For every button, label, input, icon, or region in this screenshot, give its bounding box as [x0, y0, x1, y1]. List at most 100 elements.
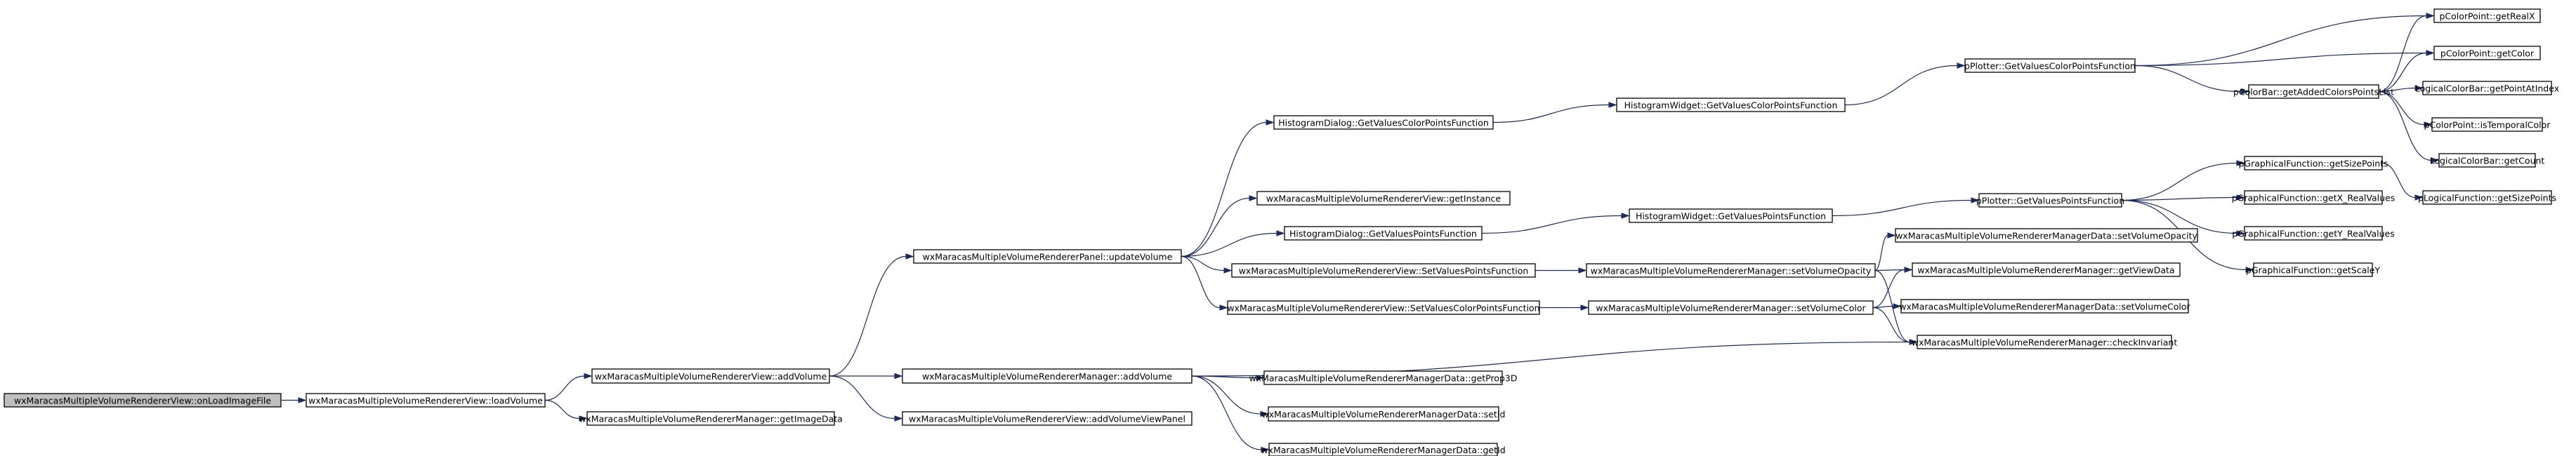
function-node-pplotter-getvaluescolorpointsfunction[interactable]: pPlotter::GetValuesColorPointsFunction [1964, 58, 2136, 73]
call-edge-n19-n30 [2134, 15, 2427, 67]
function-node-box[interactable] [2244, 190, 2383, 205]
function-node-box[interactable] [1629, 208, 1833, 223]
function-node-box[interactable] [1900, 299, 2189, 314]
function-node-wxmaracasmultiplevolumerendererview-addvolumeviewpanel[interactable]: wxMaracasMultipleVolumeRendererView::add… [902, 411, 1192, 426]
function-node-wxmaracasmultiplevolumerenderermanagerdata-getid[interactable]: wxMaracasMultipleVolumeRendererManagerDa… [1261, 443, 1506, 456]
function-node-wxmaracasmultiplevolumerendererview-addvolume[interactable]: wxMaracasMultipleVolumeRendererView::add… [591, 368, 830, 384]
function-node-box[interactable] [591, 368, 830, 384]
function-node-wxmaracasmultiplevolumerendererview-loadvolume[interactable]: wxMaracasMultipleVolumeRendererView::loa… [305, 393, 546, 408]
function-node-histogramdialog-getvaluescolorpointsfunction[interactable]: HistogramDialog::GetValuesColorPointsFun… [1273, 115, 1494, 130]
function-node-box[interactable] [2244, 226, 2383, 241]
arrowhead-n2-n6 [894, 415, 903, 422]
function-node-box[interactable] [1964, 58, 2136, 73]
function-node-box[interactable] [1231, 263, 1536, 278]
function-node-pgraphicalfunction-getscaley[interactable]: pGraphicalFunction::getScaleY [2246, 262, 2381, 277]
function-node-pcolorbar-getaddedcolorspointslist[interactable]: pColorBar::getAddedColorsPointsList [2233, 84, 2394, 99]
call-edge-n2-n6 [829, 375, 895, 420]
function-node-box[interactable] [2433, 46, 2541, 60]
function-node-wxmaracasmultiplevolumerendererview-setvaluespointsfunction[interactable]: wxMaracasMultipleVolumeRendererView::Set… [1231, 263, 1536, 278]
function-node-box[interactable] [1256, 191, 1511, 206]
function-node-wxmaracasmultiplevolumerenderermanager-setvolumecolor[interactable]: wxMaracasMultipleVolumeRendererManager::… [1588, 300, 1874, 315]
function-node-box[interactable] [1263, 370, 1503, 385]
function-node-box[interactable] [2438, 153, 2536, 168]
function-node-wxmaracasmultiplevolumerendererview-getinstance[interactable]: wxMaracasMultipleVolumeRendererView::get… [1256, 191, 1511, 206]
function-node-wxmaracasmultiplevolumerenderermanagerdata-setvolumeopacity[interactable]: wxMaracasMultipleVolumeRendererManagerDa… [1895, 228, 2198, 243]
function-node-label: wxMaracasMultipleVolumeRendererPanel::up… [923, 252, 1173, 262]
call-edge-n19-n31 [2134, 52, 2427, 67]
arrowhead-n0-n1 [298, 397, 307, 403]
function-node-box[interactable] [2253, 262, 2373, 277]
function-node-pgraphicalfunction-gety-realvalues[interactable]: pGraphicalFunction::getY_RealValues [2232, 226, 2395, 241]
arrowhead-n20-n26 [2236, 160, 2245, 166]
arrowhead-n15-n19 [1957, 62, 1966, 69]
function-node-wxmaracasmultiplevolumerenderermanager-getimagedata[interactable]: wxMaracasMultipleVolumeRendererManager::… [579, 411, 843, 426]
function-node-box[interactable] [1616, 98, 1846, 112]
function-node-histogramdialog-getvaluespointsfunction[interactable]: HistogramDialog::GetValuesPointsFunction [1284, 226, 1483, 241]
arrowhead-n18-n22 [1904, 267, 1913, 273]
function-node-pgraphicalfunction-getsizepoints[interactable]: pGraphicalFunction::getSizePoints [2238, 156, 2388, 170]
function-node-box[interactable] [1268, 406, 1499, 422]
function-node-box[interactable] [2244, 156, 2383, 170]
function-node-box[interactable] [913, 249, 1182, 264]
function-node-box[interactable] [4, 393, 282, 408]
function-node-histogramwidget-getvaluespointsfunction[interactable]: HistogramWidget::GetValuesPointsFunction [1629, 208, 1833, 223]
function-node-pcolorpoint-istemporalcolor[interactable]: pColorPoint::isTemporalColor [2424, 117, 2551, 132]
function-node-box[interactable] [1978, 193, 2122, 208]
function-node-box[interactable] [1588, 300, 1874, 315]
function-node-box[interactable] [1268, 443, 1498, 456]
function-node-pcolorpoint-getrealx[interactable]: pColorPoint::getRealX [2433, 8, 2541, 23]
function-node-box[interactable] [902, 411, 1192, 426]
call-edge-n25-n32 [2378, 87, 2416, 93]
function-node-box[interactable] [2431, 117, 2543, 132]
function-node-box[interactable] [1227, 300, 1540, 315]
function-node-label: wxMaracasMultipleVolumeRendererManager::… [1596, 303, 1866, 314]
function-node-box[interactable] [305, 393, 546, 408]
function-node-wxmaracasmultiplevolumerendererview-setvaluescolorpointsfunction[interactable]: wxMaracasMultipleVolumeRendererView::Set… [1227, 300, 1540, 315]
arrowhead-n2-n5 [894, 373, 903, 380]
call-edge-n18-n22 [1872, 269, 1905, 309]
function-node-box[interactable] [2422, 81, 2552, 95]
function-node-box[interactable] [1917, 335, 2172, 349]
call-edge-n20-n27 [2121, 196, 2237, 201]
function-node-box[interactable] [1273, 115, 1494, 130]
function-node-box[interactable] [1284, 226, 1483, 241]
function-node-wxmaracasmultiplevolumerenderermanagerdata-setid[interactable]: wxMaracasMultipleVolumeRendererManagerDa… [1262, 406, 1506, 422]
function-node-wxmaracasmultiplevolumerenderermanagerdata-setvolumecolor[interactable]: wxMaracasMultipleVolumeRendererManagerDa… [1899, 299, 2191, 314]
function-node-label: pPlotter::GetValuesColorPointsFunction [1964, 61, 2136, 72]
arrowhead-n25-n30 [2426, 13, 2435, 19]
function-node-wxmaracasmultiplevolumerendererview-onloadimagefile[interactable]: wxMaracasMultipleVolumeRendererView::onL… [4, 393, 282, 408]
function-node-label: wxMaracasMultipleVolumeRendererView::Set… [1227, 303, 1539, 314]
function-node-pgraphicalfunction-getx-realvalues[interactable]: pGraphicalFunction::getX_RealValues [2232, 190, 2395, 205]
function-node-label: wxMaracasMultipleVolumeRendererManagerDa… [1899, 302, 2190, 312]
arrowhead-n1-n3 [579, 415, 588, 422]
function-node-box[interactable] [1586, 263, 1876, 278]
function-node-pplotter-getvaluespointsfunction[interactable]: pPlotter::GetValuesPointsFunction [1976, 193, 2124, 208]
function-node-label: pLogicalFunction::getSizePoints [2418, 193, 2556, 203]
function-node-plogicalfunction-getsizepoints[interactable]: pLogicalFunction::getSizePoints [2418, 190, 2556, 205]
function-node-wxmaracasmultiplevolumerenderermanagerdata-getprop3d[interactable]: wxMaracasMultipleVolumeRendererManagerDa… [1249, 370, 1518, 385]
function-node-box[interactable] [2433, 8, 2541, 23]
function-node-label: HistogramDialog::GetValuesPointsFunction [1289, 229, 1477, 239]
function-node-box[interactable] [902, 368, 1192, 384]
function-node-label: wxMaracasMultipleVolumeRendererManager::… [1917, 265, 2174, 276]
function-node-box[interactable] [586, 411, 835, 426]
call-edge-n20-n26 [2121, 162, 2237, 201]
function-node-logicalcolorbar-getcount[interactable]: LogicalColorBar::getCount [2430, 153, 2545, 168]
function-node-histogramwidget-getvaluescolorpointsfunction[interactable]: HistogramWidget::GetValuesColorPointsFun… [1616, 98, 1846, 112]
arrowhead-n19-n25 [2240, 88, 2249, 95]
function-node-wxmaracasmultiplevolumerenderermanager-addvolume[interactable]: wxMaracasMultipleVolumeRendererManager::… [902, 368, 1192, 384]
function-node-wxmaracasmultiplevolumerenderermanager-getviewdata[interactable]: wxMaracasMultipleVolumeRendererManager::… [1912, 262, 2181, 277]
arrowhead-n25-n32 [2414, 85, 2424, 91]
function-node-box[interactable] [1912, 262, 2181, 277]
function-node-logicalcolorbar-getpointatindex[interactable]: LogicalColorBar::getPointAtIndex [2415, 81, 2559, 95]
function-node-wxmaracasmultiplevolumerenderermanager-setvolumeopacity[interactable]: wxMaracasMultipleVolumeRendererManager::… [1586, 263, 1876, 278]
arrowhead-n25-n33 [2424, 121, 2433, 128]
function-node-wxmaracasmultiplevolumerenderermanager-checkinvariant[interactable]: wxMaracasMultipleVolumeRendererManager::… [1912, 335, 2178, 349]
function-node-box[interactable] [1895, 228, 2198, 243]
function-node-label: wxMaracasMultipleVolumeRendererManager::… [922, 371, 1172, 382]
function-node-wxmaracasmultiplevolumerendererpanel-updatevolume[interactable]: wxMaracasMultipleVolumeRendererPanel::up… [913, 249, 1182, 264]
function-node-box[interactable] [2422, 190, 2552, 205]
function-node-box[interactable] [2248, 84, 2379, 99]
function-node-pcolorpoint-getcolor[interactable]: pColorPoint::getColor [2433, 46, 2541, 60]
function-node-label: wxMaracasMultipleVolumeRendererView::loa… [308, 396, 543, 406]
